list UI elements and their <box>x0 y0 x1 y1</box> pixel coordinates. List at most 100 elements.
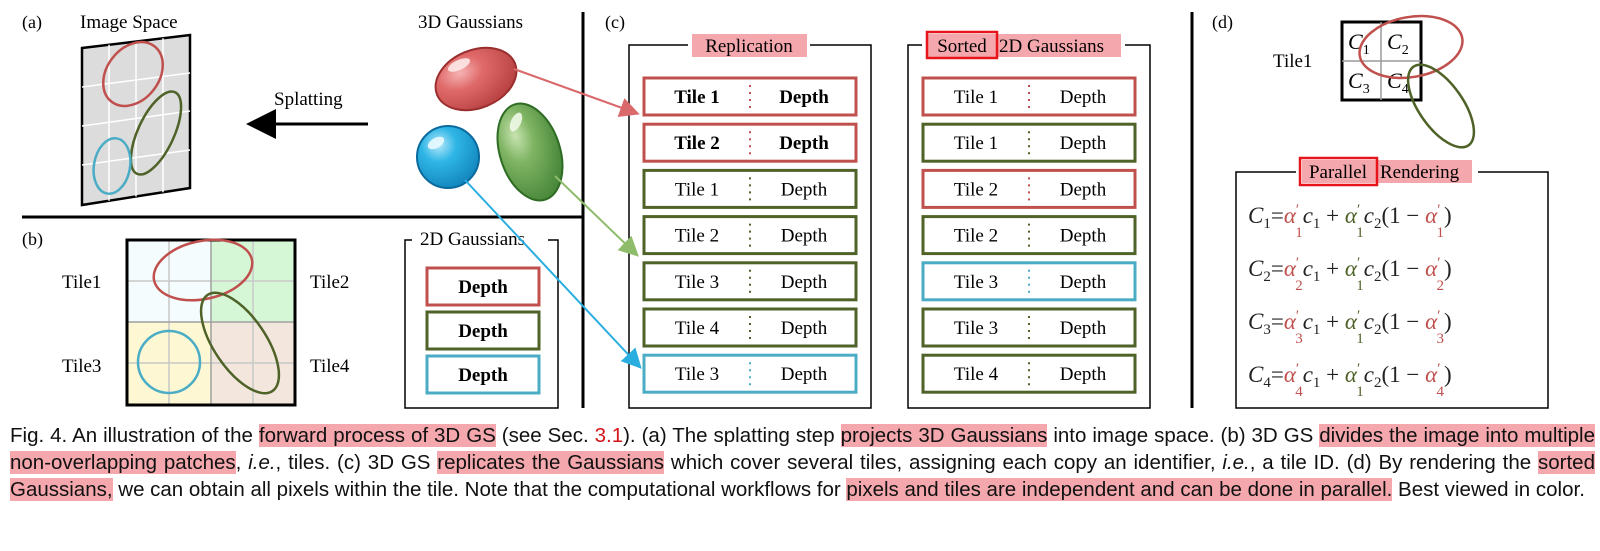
equation-c1: C1=α′1c1 + α′1c2(1 − α′1) <box>1248 202 1452 241</box>
panel-b: (b) Tile1 Tile2 Tile3 Tile4 2D Gaussians <box>22 229 559 409</box>
sorted-title-boxed: Sorted <box>937 36 987 57</box>
panel-d: (d) Tile1 C1 C2 C3 C4 Parallel Rendering… <box>1212 12 1549 409</box>
replication-tile-id: Tile 3 <box>675 364 719 385</box>
sorted-row: Tile 3 Depth <box>921 307 1137 348</box>
panel-d-letter: (d) <box>1212 12 1233 33</box>
gaussian-3d-green <box>496 102 564 202</box>
replication-row: Tile 2 Depth <box>642 215 858 256</box>
parallel-red-box <box>1298 156 1379 187</box>
sorted-row: Tile 1 Depth <box>921 122 1137 163</box>
sorted-row: Tile 3 Depth <box>921 261 1137 302</box>
ellipse-green <box>129 90 183 176</box>
figure-caption: Fig. 4. An illustration of the forward p… <box>10 424 1595 501</box>
sorted-row: Tile 4 Depth <box>921 353 1137 394</box>
sorted-row-box <box>921 353 1137 394</box>
replication-depth: Depth <box>781 318 828 339</box>
tile-ellipse-red <box>152 238 254 302</box>
sorted-row: Tile 1 Depth <box>921 76 1137 117</box>
sorted-row-box <box>921 168 1137 209</box>
sorted-row-box <box>921 215 1137 256</box>
replication-depth: Depth <box>781 226 828 247</box>
parallel-title-rest: Rendering <box>1380 162 1460 183</box>
arrow-red <box>513 68 640 117</box>
d-ellipse-green <box>1406 63 1476 149</box>
sorted-depth: Depth <box>1060 179 1107 200</box>
ellipse-blue <box>92 136 132 196</box>
image-plane <box>80 33 192 207</box>
replication-row: Tile 3 Depth <box>642 353 858 394</box>
depth-green: Depth <box>458 321 508 342</box>
replication-tile-id: Tile 4 <box>675 318 720 339</box>
replication-row: Tile 1 Depth <box>642 76 858 117</box>
sorted-tile-id: Tile 4 <box>954 364 999 385</box>
sorted-row: Tile 2 Depth <box>921 168 1137 209</box>
image-space-label: Image Space <box>80 12 178 33</box>
panel-a-letter: (a) <box>22 12 42 33</box>
arrow-blue <box>464 179 642 369</box>
highlight-forward-process: forward process of 3D GS <box>258 424 496 447</box>
figure-canvas: (a) Image Space 3D Gaussians Splatting <box>22 12 1549 409</box>
arrow-green <box>554 175 639 257</box>
section-ref-link[interactable]: 3.1 <box>594 424 624 447</box>
gaussian-3d-red <box>434 46 518 112</box>
equation-c2: C2=α′2c1 + α′1c2(1 − α′2) <box>1248 255 1452 294</box>
sorted-tile-id: Tile 3 <box>954 318 998 339</box>
tile1-label: Tile1 <box>62 272 101 293</box>
parallel-rendering-box: Parallel Rendering C1=α′1c1 + α′1c2(1 − … <box>1235 156 1549 409</box>
depth-blue: Depth <box>458 365 508 386</box>
replication-title: Replication <box>705 36 793 57</box>
tile4-label: Tile4 <box>310 356 350 377</box>
replication-depth: Depth <box>779 133 829 154</box>
ellipse-red <box>102 40 164 108</box>
highlight-projects: projects 3D Gaussians <box>840 424 1048 447</box>
replication-row-box <box>642 215 858 256</box>
panel-c-letter: (c) <box>605 12 625 33</box>
replication-row-box <box>642 76 858 117</box>
equation-c4: C4=α′4c1 + α′1c2(1 − α′4) <box>1248 361 1452 400</box>
gaussians-3d-label: 3D Gaussians <box>418 12 523 33</box>
sorted-depth: Depth <box>1060 272 1107 293</box>
d-ellipse-red <box>1358 14 1464 80</box>
equation-c3: C3=α′3c1 + α′1c2(1 − α′3) <box>1248 308 1452 347</box>
tile-ellipse-green <box>199 291 281 395</box>
sorted-tile-id: Tile 2 <box>954 226 998 247</box>
sorted-depth: Depth <box>1060 364 1107 385</box>
highlight-parallel: pixels and tiles are independent and can… <box>846 478 1393 501</box>
replication-tile-id: Tile 1 <box>675 179 719 200</box>
replication-depth: Depth <box>779 87 829 108</box>
replication-tile-id: Tile 1 <box>674 87 720 108</box>
splatting-label: Splatting <box>274 89 343 110</box>
sorted-row-box <box>921 261 1137 302</box>
replication-tile-id: Tile 3 <box>675 272 719 293</box>
panel-a: (a) Image Space 3D Gaussians Splatting <box>22 12 564 207</box>
sorted-depth: Depth <box>1060 133 1107 154</box>
highlight-replicates: replicates the Gaussians <box>437 451 665 474</box>
tile1-label-d: Tile1 <box>1273 51 1312 72</box>
sorted-row: Tile 2 Depth <box>921 215 1137 256</box>
replication-row: Tile 4 Depth <box>642 307 858 348</box>
sorted-tile-id: Tile 2 <box>954 179 998 200</box>
tile-ellipse-blue <box>136 329 202 395</box>
sorted-tile-id: Tile 1 <box>954 87 998 108</box>
sorted-tile-id: Tile 3 <box>954 272 998 293</box>
gaussian-3d-blue <box>416 125 480 189</box>
parallel-title-boxed: Parallel <box>1309 162 1367 183</box>
sorted-row-box <box>921 122 1137 163</box>
sorted-depth: Depth <box>1060 87 1107 108</box>
replication-row-box <box>642 168 858 209</box>
sorted-depth: Depth <box>1060 226 1107 247</box>
sorted-title-rest: 2D Gaussians <box>999 36 1104 57</box>
pixel-grid: C1 C2 C3 C4 <box>1340 14 1476 149</box>
replication-tile-id: Tile 2 <box>675 226 719 247</box>
gaussians-2d-title: 2D Gaussians <box>420 229 525 250</box>
sorted-tile-id: Tile 1 <box>954 133 998 154</box>
replication-depth: Depth <box>781 364 828 385</box>
sorted-row-box <box>921 76 1137 117</box>
tiled-image <box>125 238 297 407</box>
sorted-depth: Depth <box>1060 318 1107 339</box>
replication-depth: Depth <box>781 272 828 293</box>
